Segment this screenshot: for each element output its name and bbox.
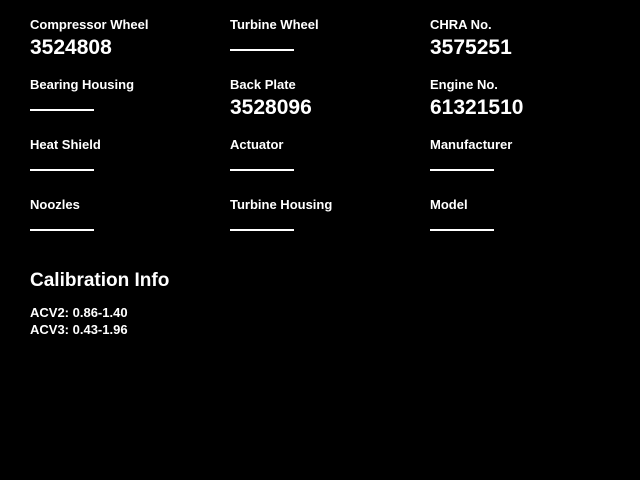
field-value: 61321510 — [430, 96, 524, 119]
empty-value-dash — [230, 169, 294, 171]
field-value: 3575251 — [430, 36, 512, 59]
field-manufacturer: Manufacturer — [430, 137, 620, 193]
field-chra-no: CHRA No. 3575251 — [430, 17, 620, 73]
empty-value-dash — [30, 229, 94, 231]
field-label: Actuator — [230, 137, 284, 152]
field-label: Model — [430, 197, 468, 212]
field-label: Bearing Housing — [30, 77, 135, 92]
field-noozles: Noozles — [30, 197, 220, 253]
field-value: 3528096 — [230, 96, 312, 119]
empty-value-dash — [430, 169, 494, 171]
field-label: Turbine Housing — [230, 197, 333, 212]
empty-value-dash — [30, 169, 94, 171]
field-label: Noozles — [30, 197, 80, 212]
field-label: Back Plate — [230, 77, 296, 92]
field-actuator: Actuator — [230, 137, 420, 193]
empty-value-dash — [230, 49, 294, 51]
field-back-plate: Back Plate 3528096 — [230, 77, 420, 133]
empty-value-dash — [230, 229, 294, 231]
calibration-title: Calibration Info — [30, 270, 170, 291]
field-label: Manufacturer — [430, 137, 513, 152]
calibration-line-acv2: ACV2: 0.86-1.40 — [30, 305, 128, 320]
field-label: CHRA No. — [430, 17, 492, 32]
calibration-line-acv3: ACV3: 0.43-1.96 — [30, 322, 128, 337]
calibration-section: ACV2: 0.86-1.40 ACV3: 0.43-1.96 — [30, 304, 128, 338]
field-label: Compressor Wheel — [30, 17, 149, 32]
field-label: Turbine Wheel — [230, 17, 319, 32]
field-model: Model — [430, 197, 620, 253]
field-bearing-housing: Bearing Housing — [30, 77, 220, 133]
field-heat-shield: Heat Shield — [30, 137, 220, 193]
field-value: 3524808 — [30, 36, 112, 59]
field-label: Engine No. — [430, 77, 498, 92]
empty-value-dash — [30, 109, 94, 111]
empty-value-dash — [430, 229, 494, 231]
field-compressor-wheel: Compressor Wheel 3524808 — [30, 17, 220, 73]
field-turbine-housing: Turbine Housing — [230, 197, 420, 253]
field-label: Heat Shield — [30, 137, 101, 152]
field-engine-no: Engine No. 61321510 — [430, 77, 620, 133]
field-turbine-wheel: Turbine Wheel — [230, 17, 420, 73]
